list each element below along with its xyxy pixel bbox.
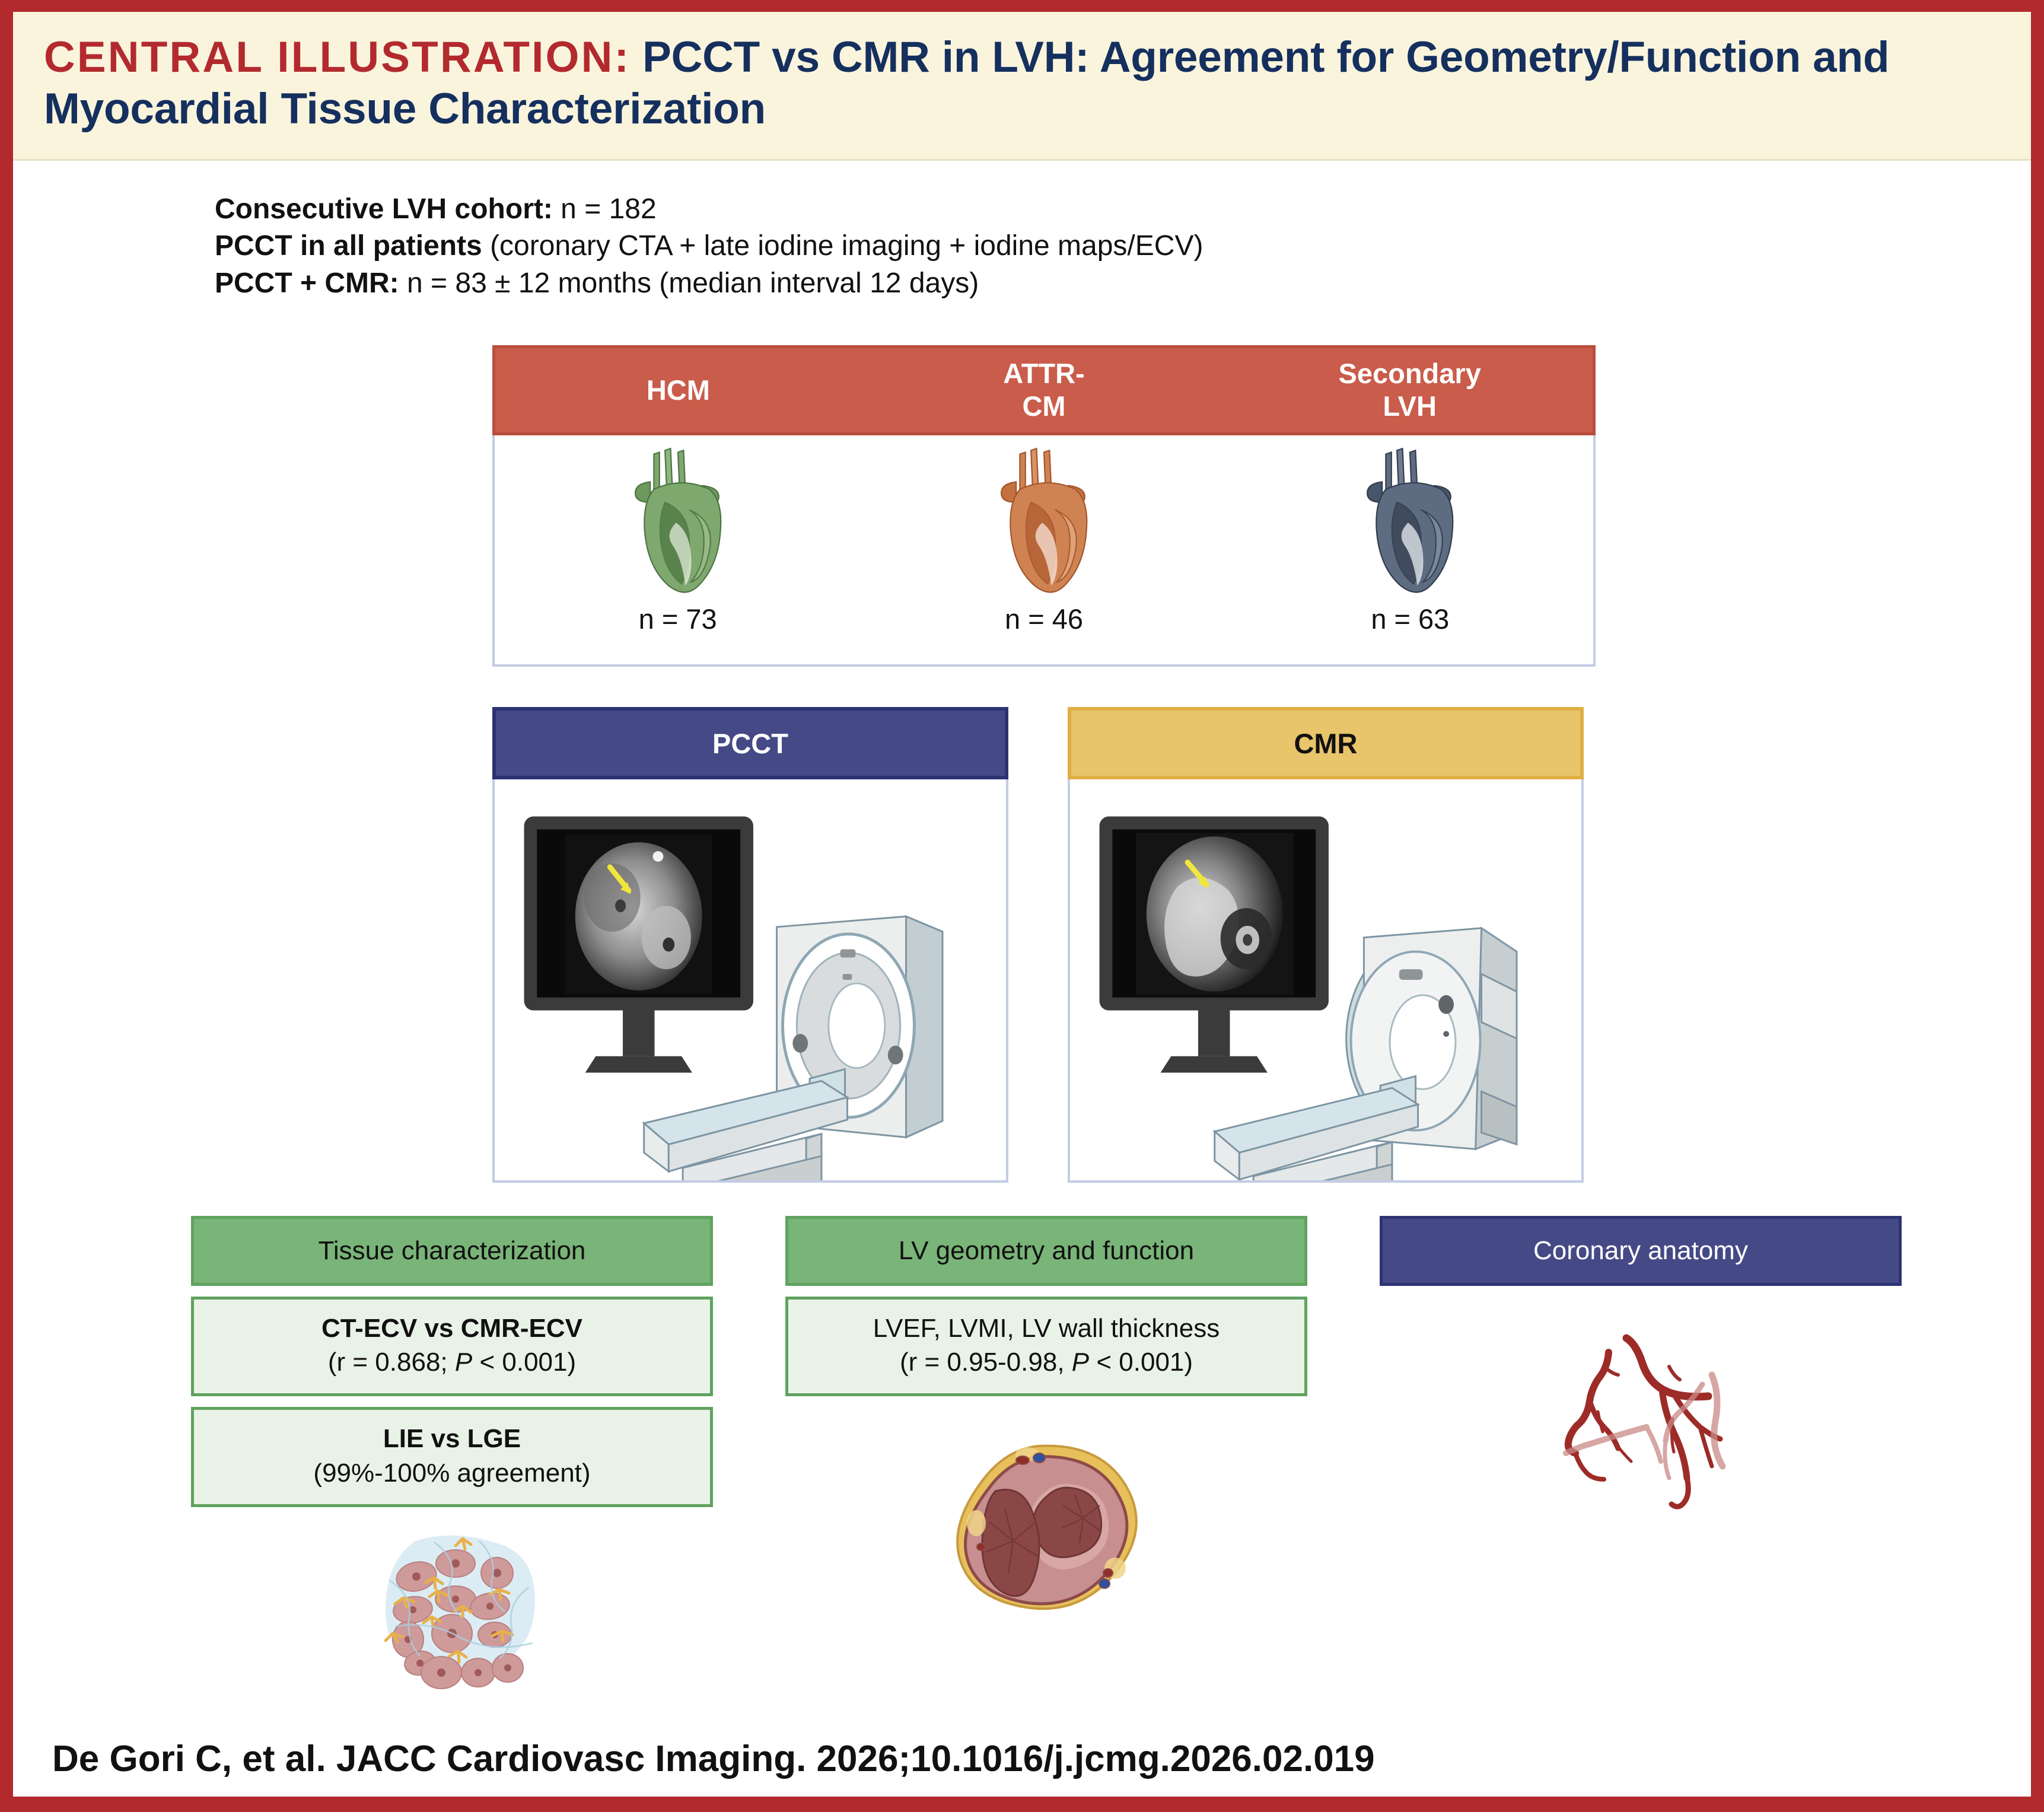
result-card-lv-function: LVEF, LVMI, LV wall thickness (r = 0.95-… <box>785 1297 1307 1397</box>
result-header-tissue-label: Tissue characterization <box>318 1236 586 1265</box>
yellow-arrow-icon <box>1185 859 1209 889</box>
result-header-tissue: Tissue characterization <box>191 1216 713 1286</box>
modality-label-pcct: PCCT <box>712 727 788 759</box>
modality-panel-pcct: PCCT <box>492 707 1008 1183</box>
cohort-line-2-value: (coronary CTA + late iodine imaging + io… <box>482 230 1204 262</box>
cohort-line-3-label: PCCT + CMR: <box>215 267 399 299</box>
etiology-count-hcm: n = 73 <box>638 603 717 635</box>
myocardium-histology-icon <box>384 1535 535 1689</box>
ct-scanner-icon <box>776 915 944 1139</box>
cohort-summary: Consecutive LVH cohort: n = 182 PCCT in … <box>215 191 1203 302</box>
lv-short-axis-icon <box>956 1444 1138 1610</box>
page-title-main: PCCT vs CMR in LVH: Agreement for Geomet… <box>44 33 1890 133</box>
result-card-lie-lge: LIE vs LGE (99%-100% agreement) <box>191 1407 713 1507</box>
mri-patient-table-icon <box>1212 1075 1421 1180</box>
modality-label-cmr: CMR <box>1294 727 1358 759</box>
etiology-header-attr-line2: CM <box>1022 390 1066 422</box>
coronary-tree-icon <box>1563 1334 1726 1510</box>
etiology-count-secondary: n = 63 <box>1371 603 1450 635</box>
result-header-geometry: LV geometry and function <box>785 1216 1307 1286</box>
ct-scene-icon <box>524 816 944 1180</box>
etiology-cell-hcm: n = 73 <box>495 435 861 664</box>
etiology-cell-secondary: n = 63 <box>1227 435 1593 664</box>
ct-ecv-detail-pre: (r = 0.868; <box>327 1348 455 1377</box>
etiology-header-secondary: Secondary LVH <box>1227 348 1593 432</box>
cohort-line-1: Consecutive LVH cohort: n = 182 <box>215 191 1203 228</box>
etiology-header-attr-line1: ATTR- <box>1003 358 1085 390</box>
result-column-coronary: Coronary anatomy <box>1380 1216 1902 1286</box>
cohort-line-1-value: n = 182 <box>552 193 657 225</box>
etiology-cell-attr: n = 46 <box>861 435 1227 664</box>
etiology-header-attr: ATTR- CM <box>861 348 1227 432</box>
etiology-table-body-row: n = 73 n = 46 <box>492 435 1596 667</box>
page-title: CENTRAL ILLUSTRATION: PCCT vs CMR in LVH… <box>44 32 2000 135</box>
result-card-ct-ecv: CT-ECV vs CMR-ECV (r = 0.868; P < 0.001) <box>191 1297 713 1397</box>
result-card-ct-ecv-detail: (r = 0.868; P < 0.001) <box>200 1345 704 1379</box>
lie-lge-detail-pre: (99%-100% agreement) <box>313 1458 591 1488</box>
mri-scene-icon <box>1099 816 1518 1180</box>
citation: De Gori C, et al. JACC Cardiovasc Imagin… <box>52 1738 1375 1779</box>
result-card-lie-lge-title: LIE vs LGE <box>383 1424 521 1454</box>
ct-monitor-icon <box>524 816 753 1073</box>
lv-detail-pre: (r = 0.95-0.98, <box>899 1348 1072 1377</box>
result-card-ct-ecv-title: CT-ECV vs CMR-ECV <box>321 1314 583 1343</box>
result-card-lv-function-title: LVEF, LVMI, LV wall thickness <box>873 1314 1220 1343</box>
modality-body-cmr <box>1068 779 1584 1183</box>
ct-patient-table-icon <box>642 1068 850 1180</box>
modality-header-pcct: PCCT <box>492 707 1008 779</box>
cohort-line-3: PCCT + CMR: n = 83 ± 12 months (median i… <box>215 265 1203 302</box>
ct-ecv-detail-p: P <box>454 1348 473 1377</box>
mri-monitor-icon <box>1099 816 1329 1073</box>
central-illustration-prefix: CENTRAL ILLUSTRATION: <box>44 33 631 81</box>
cohort-line-2: PCCT in all patients (coronary CTA + lat… <box>215 228 1203 265</box>
etiology-table-header-row: HCM ATTR- CM Secondary LVH <box>492 345 1596 435</box>
result-column-geometry: LV geometry and function LVEF, LVMI, LV … <box>785 1216 1307 1397</box>
heart-icon-attr <box>1001 447 1088 593</box>
cohort-line-1-label: Consecutive LVH cohort: <box>215 193 553 225</box>
ct-ecv-detail-post: < 0.001) <box>472 1348 577 1377</box>
etiology-header-secondary-line1: Secondary <box>1338 358 1481 390</box>
result-column-tissue: Tissue characterization CT-ECV vs CMR-EC… <box>191 1216 713 1507</box>
etiology-table: HCM ATTR- CM Secondary LVH <box>492 345 1596 667</box>
cohort-line-2-label: PCCT in all patients <box>215 230 482 262</box>
result-header-coronary: Coronary anatomy <box>1380 1216 1902 1286</box>
etiology-header-hcm-label: HCM <box>646 374 710 406</box>
title-band: CENTRAL ILLUSTRATION: PCCT vs CMR in LVH… <box>13 12 2031 161</box>
etiology-header-hcm: HCM <box>495 348 861 432</box>
etiology-count-attr: n = 46 <box>1005 603 1083 635</box>
heart-icon-secondary <box>1367 447 1454 593</box>
heart-icon-hcm <box>634 447 722 593</box>
modality-panel-cmr: CMR <box>1068 707 1584 1183</box>
cohort-line-3-value: n = 83 ± 12 months (median interval 12 d… <box>399 267 979 299</box>
result-card-lie-lge-detail: (99%-100% agreement) <box>200 1456 704 1490</box>
lv-detail-post: < 0.001) <box>1089 1348 1193 1377</box>
modality-header-cmr: CMR <box>1068 707 1584 779</box>
result-card-lv-function-detail: (r = 0.95-0.98, P < 0.001) <box>794 1345 1298 1379</box>
result-header-coronary-label: Coronary anatomy <box>1533 1236 1748 1265</box>
lv-detail-p: P <box>1071 1348 1090 1377</box>
result-header-geometry-label: LV geometry and function <box>898 1236 1195 1265</box>
modality-body-pcct <box>492 779 1008 1183</box>
yellow-arrow-icon <box>607 864 632 894</box>
etiology-header-secondary-line2: LVH <box>1383 390 1437 422</box>
